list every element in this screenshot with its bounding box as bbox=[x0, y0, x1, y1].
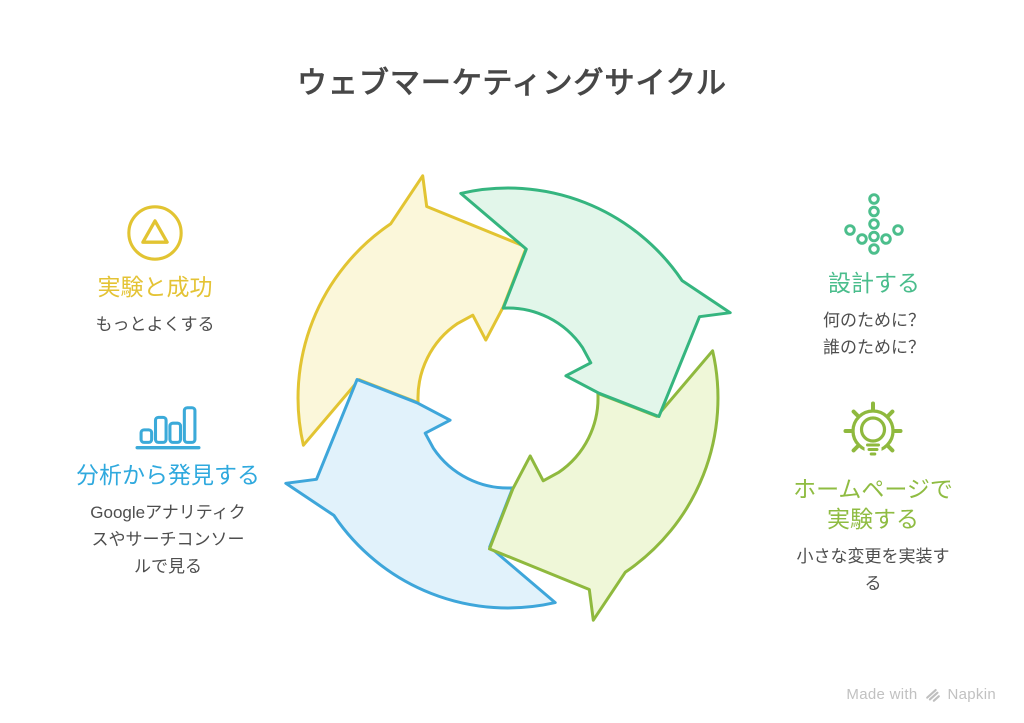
step-heading: 実験と成功 bbox=[97, 274, 213, 300]
step-heading: 分析から発見する bbox=[76, 462, 260, 488]
step-analyze-discover: 分析から発見する Googleアナリティク スやサーチコンソー ルで見る bbox=[46, 402, 290, 580]
step-experiment-success: 実験と成功 もっとよくする bbox=[35, 202, 275, 338]
step-description: 小さな変更を実装す る bbox=[796, 547, 950, 593]
brand-label: Napkin bbox=[947, 686, 996, 703]
step-heading: ホームページで 実験する bbox=[793, 476, 953, 532]
napkin-logo-icon bbox=[925, 688, 940, 702]
step-heading: 設計する bbox=[828, 270, 920, 296]
step-homepage-experiment: ホームページで 実験する 小さな変更を実装す る bbox=[753, 400, 993, 597]
attribution: Made with Napkin bbox=[846, 686, 996, 703]
bar-chart-icon bbox=[135, 406, 201, 450]
step-design: 設計する 何のために？ 誰のために？ bbox=[754, 192, 994, 361]
triangle-circle-icon bbox=[127, 205, 183, 261]
page-title: ウェブマーケティングサイクル bbox=[296, 67, 728, 100]
made-with-label: Made with bbox=[846, 686, 918, 703]
dotted-arrow-down-icon bbox=[844, 193, 904, 255]
step-description: 何のために？ 誰のために？ bbox=[823, 311, 925, 357]
step-description: Googleアナリティク スやサーチコンソー ルで見る bbox=[90, 503, 246, 576]
step-description: もっとよくする bbox=[95, 315, 215, 334]
cycle-diagram bbox=[284, 174, 732, 622]
gear-lightbulb-icon bbox=[843, 401, 903, 458]
